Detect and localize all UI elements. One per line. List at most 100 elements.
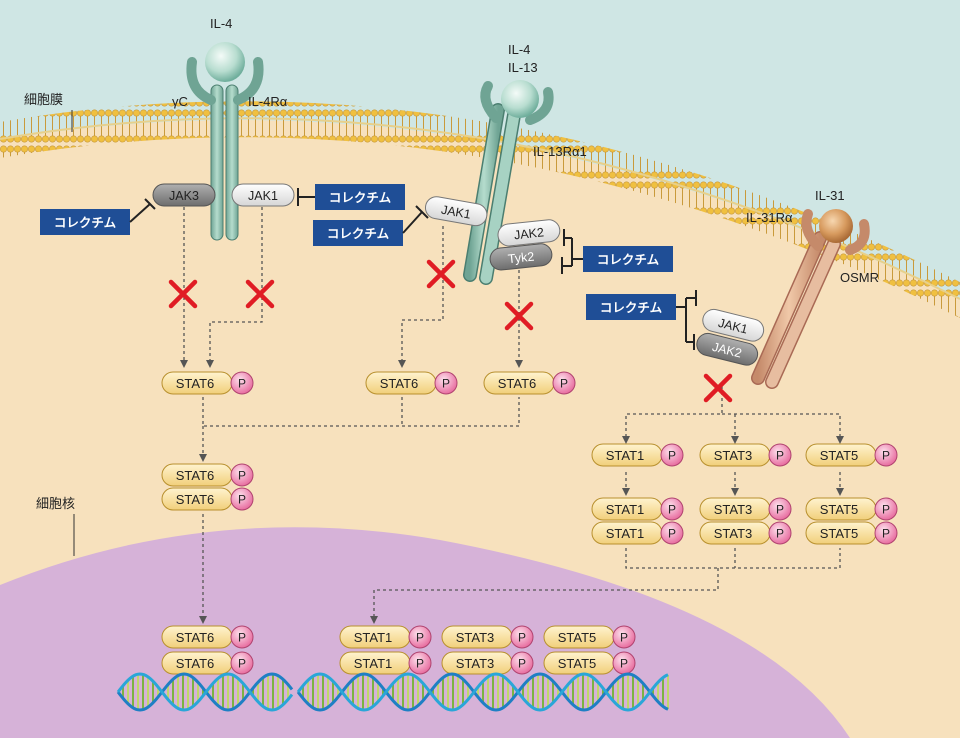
- phosphate-label: P: [620, 631, 628, 645]
- stat6-label: STAT6: [176, 492, 215, 507]
- il13ra1-label: IL-13Rα1: [533, 144, 587, 159]
- phosphate-label: P: [776, 527, 784, 541]
- il4-il13-ligand-ball: [501, 80, 539, 118]
- stat1-phospho-complex: STAT1 P: [339, 651, 432, 675]
- svg-text:コレクチム: コレクチム: [329, 190, 392, 205]
- svg-text:JAK1: JAK1: [248, 189, 278, 203]
- il31ra-label: IL-31Rα: [746, 210, 793, 225]
- stat6-label: STAT6: [498, 376, 537, 391]
- phosphate-label: P: [668, 527, 676, 541]
- cross-jak-r3: [703, 373, 733, 403]
- phosphate-label: P: [882, 449, 890, 463]
- svg-text:コレクチム: コレクチム: [327, 226, 390, 241]
- stat5-phospho-complex: STAT5 P: [543, 651, 636, 675]
- jak1-kinase-r1: JAK1: [231, 183, 295, 207]
- il4-ligand-ball: [205, 42, 245, 82]
- svg-text:コレクチム: コレクチム: [600, 300, 663, 315]
- stat3-phospho-complex: STAT3 P: [699, 443, 792, 467]
- stat6-label: STAT6: [176, 376, 215, 391]
- phosphate-label: P: [882, 503, 890, 517]
- stat3-label: STAT3: [714, 448, 753, 463]
- jak1-kinase-r2: JAK1: [424, 196, 488, 227]
- stat3-label: STAT3: [456, 656, 495, 671]
- stat3-label: STAT3: [456, 630, 495, 645]
- jak2-kinase-r2: JAK2: [497, 219, 561, 247]
- stat6-phospho-complex: STAT6 P: [161, 487, 254, 511]
- stat1-label: STAT1: [354, 630, 393, 645]
- jak3-kinase: JAK3: [152, 183, 216, 207]
- gammac-label: γC: [172, 94, 188, 109]
- stat5-phospho-complex: STAT5 P: [805, 521, 898, 545]
- phosphate-label: P: [416, 657, 424, 671]
- stat5-label: STAT5: [820, 448, 859, 463]
- phosphate-label: P: [442, 377, 450, 391]
- stat1-label: STAT1: [354, 656, 393, 671]
- stat6-label: STAT6: [176, 468, 215, 483]
- stat5-label: STAT5: [558, 656, 597, 671]
- dna-helix: [296, 672, 669, 712]
- ligand-il31: IL-31: [815, 188, 845, 203]
- receptor-il13ra1: [463, 80, 554, 285]
- svg-text:JAK2: JAK2: [513, 225, 544, 242]
- stat6-phospho-complex: STAT6 P: [161, 463, 254, 487]
- phosphate-label: P: [238, 377, 246, 391]
- stat3-label: STAT3: [714, 502, 753, 517]
- ligand-il4: IL-4: [210, 16, 232, 31]
- membrane-label: 細胞膜: [24, 92, 63, 107]
- phosphate-label: P: [882, 527, 890, 541]
- phosphate-label: P: [238, 493, 246, 507]
- stat6-phospho-complex: STAT6 P: [161, 625, 254, 649]
- stat1-label: STAT1: [606, 502, 645, 517]
- stat1-phospho-complex: STAT1 P: [591, 443, 684, 467]
- dna-helix: [116, 672, 294, 712]
- phosphate-label: P: [416, 631, 424, 645]
- svg-text:コレクチム: コレクチム: [54, 215, 117, 230]
- cross-jak1-r1: [245, 279, 275, 309]
- phosphate-label: P: [238, 631, 246, 645]
- stat5-phospho-complex: STAT5 P: [805, 443, 898, 467]
- phosphate-label: P: [620, 657, 628, 671]
- stat6-phospho-complex: STAT6 P: [365, 371, 458, 395]
- dna-helices: [116, 672, 669, 712]
- stat6-label: STAT6: [176, 656, 215, 671]
- inhibitor-jak2-tyk2: コレクチム: [561, 229, 673, 274]
- stat6-phospho-complex: STAT6 P: [161, 371, 254, 395]
- phosphate-label: P: [238, 469, 246, 483]
- stat6-label: STAT6: [380, 376, 419, 391]
- cross-jak3: [168, 279, 198, 309]
- stat3-phospho-complex: STAT3 P: [699, 497, 792, 521]
- stat3-phospho-complex: STAT3 P: [441, 625, 534, 649]
- stat6-label: STAT6: [176, 630, 215, 645]
- nucleus-label: 細胞核: [36, 496, 75, 511]
- phosphate-label: P: [668, 503, 676, 517]
- jak1-kinase-r3: JAK1: [702, 308, 765, 342]
- phosphate-label: P: [776, 449, 784, 463]
- svg-text:JAK3: JAK3: [169, 189, 199, 203]
- inhibitor-jak3: コレクチム: [40, 198, 156, 235]
- stat1-phospho-complex: STAT1 P: [339, 625, 432, 649]
- stat1-phospho-complex: STAT1 P: [591, 497, 684, 521]
- il4ra-label: IL-4Rα: [248, 94, 288, 109]
- phosphate-label: P: [776, 503, 784, 517]
- cross-jak2-tyk2: [504, 301, 534, 331]
- stat6-phospho-complex: STAT6 P: [161, 651, 254, 675]
- tyk2-kinase: Tyk2: [489, 243, 553, 271]
- phosphate-label: P: [518, 631, 526, 645]
- phosphate-label: P: [238, 657, 246, 671]
- phosphate-label: P: [668, 449, 676, 463]
- stat1-label: STAT1: [606, 448, 645, 463]
- ligand-il13: IL-13: [508, 60, 538, 75]
- svg-text:コレクチム: コレクチム: [597, 252, 660, 267]
- signal-paths: [180, 207, 844, 624]
- stat5-label: STAT5: [820, 526, 859, 541]
- svg-text:Tyk2: Tyk2: [507, 250, 535, 267]
- svg-text:JAK1: JAK1: [440, 203, 472, 222]
- il31-ligand-ball: [819, 209, 853, 243]
- block-crosses: [168, 259, 733, 403]
